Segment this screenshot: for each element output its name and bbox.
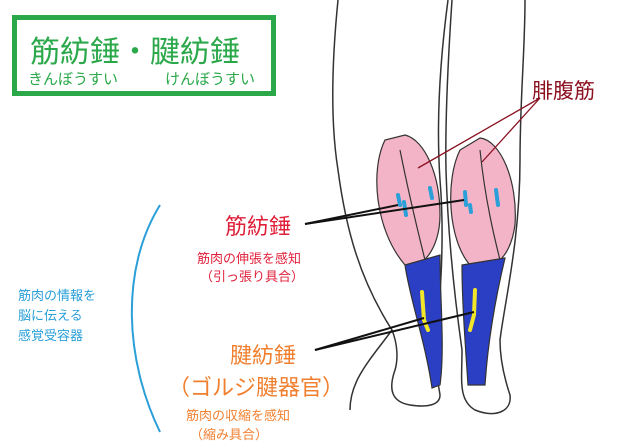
- receptor-note: 筋肉の情報を 脳に伝える 感覚受容器: [18, 287, 96, 347]
- muscles: [376, 134, 516, 389]
- muscle-spindle-desc: 筋肉の伸張を感知: [197, 252, 302, 267]
- tendon-spindle-desc2: （縮み具合）: [190, 428, 269, 443]
- leg-outlines: [332, 0, 526, 415]
- receptor-line: 感覚受容器: [18, 329, 84, 344]
- receptor-bracket: [130, 204, 161, 433]
- receptor-line: 筋肉の情報を: [18, 289, 97, 304]
- gastrocnemius-pointers: [417, 97, 541, 169]
- tendon-spindle-label: 腱紡錘: [230, 344, 297, 369]
- tendon-spindle-desc: 筋肉の収縮を感知: [186, 409, 291, 424]
- title-reading-right: けんぼうすい: [165, 70, 256, 88]
- gastrocnemius-label: 腓腹筋: [532, 79, 595, 103]
- muscle-spindle-desc2: （引っ張り具合）: [200, 270, 305, 285]
- muscle-spindle-label: 筋紡錘: [225, 215, 292, 240]
- pointer-lines: [304, 199, 475, 351]
- receptor-line: 脳に伝える: [18, 309, 83, 324]
- title-box: [12, 15, 276, 96]
- page-title: 筋紡錘・腱紡錘: [30, 35, 240, 70]
- title-reading-left: きんぼうすい: [28, 70, 119, 88]
- tendon-spindle-marks: [420, 288, 477, 332]
- tendon-spindle-alt: （ゴルジ腱器官）: [168, 376, 345, 401]
